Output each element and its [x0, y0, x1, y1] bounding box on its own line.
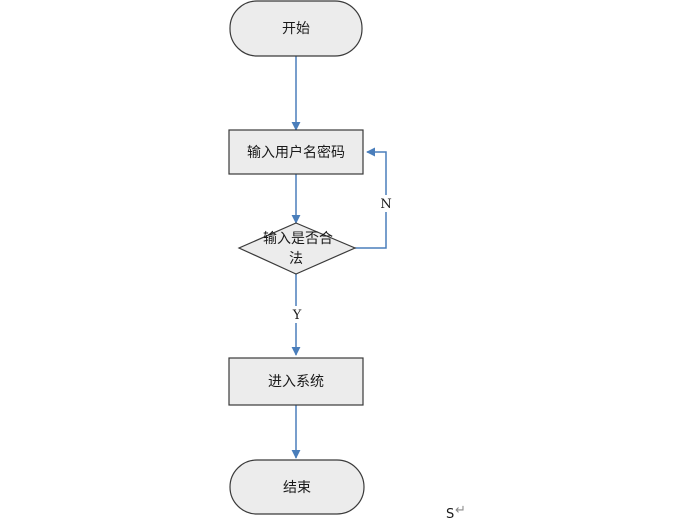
validity-check-node: 输入是否合 法: [237, 222, 357, 275]
stray-text-s: S: [446, 507, 454, 522]
start-node-label: 开始: [282, 21, 310, 37]
input-credentials-node: 输入用户名密码: [228, 129, 364, 175]
validity-check-label-line1: 输入是否合: [263, 231, 333, 247]
enter-system-label: 进入系统: [268, 374, 324, 390]
start-node: 开始: [229, 0, 363, 57]
edge-label-yes: Y: [292, 308, 302, 323]
enter-system-node: 进入系统: [228, 357, 364, 406]
end-node-label: 结束: [283, 480, 311, 496]
end-node: 结束: [229, 459, 365, 515]
validity-check-label-line2: 法: [289, 251, 303, 267]
input-credentials-label: 输入用户名密码: [247, 144, 345, 161]
edge-label-no: N: [380, 197, 391, 212]
paragraph-return-icon: ↵: [455, 503, 466, 518]
